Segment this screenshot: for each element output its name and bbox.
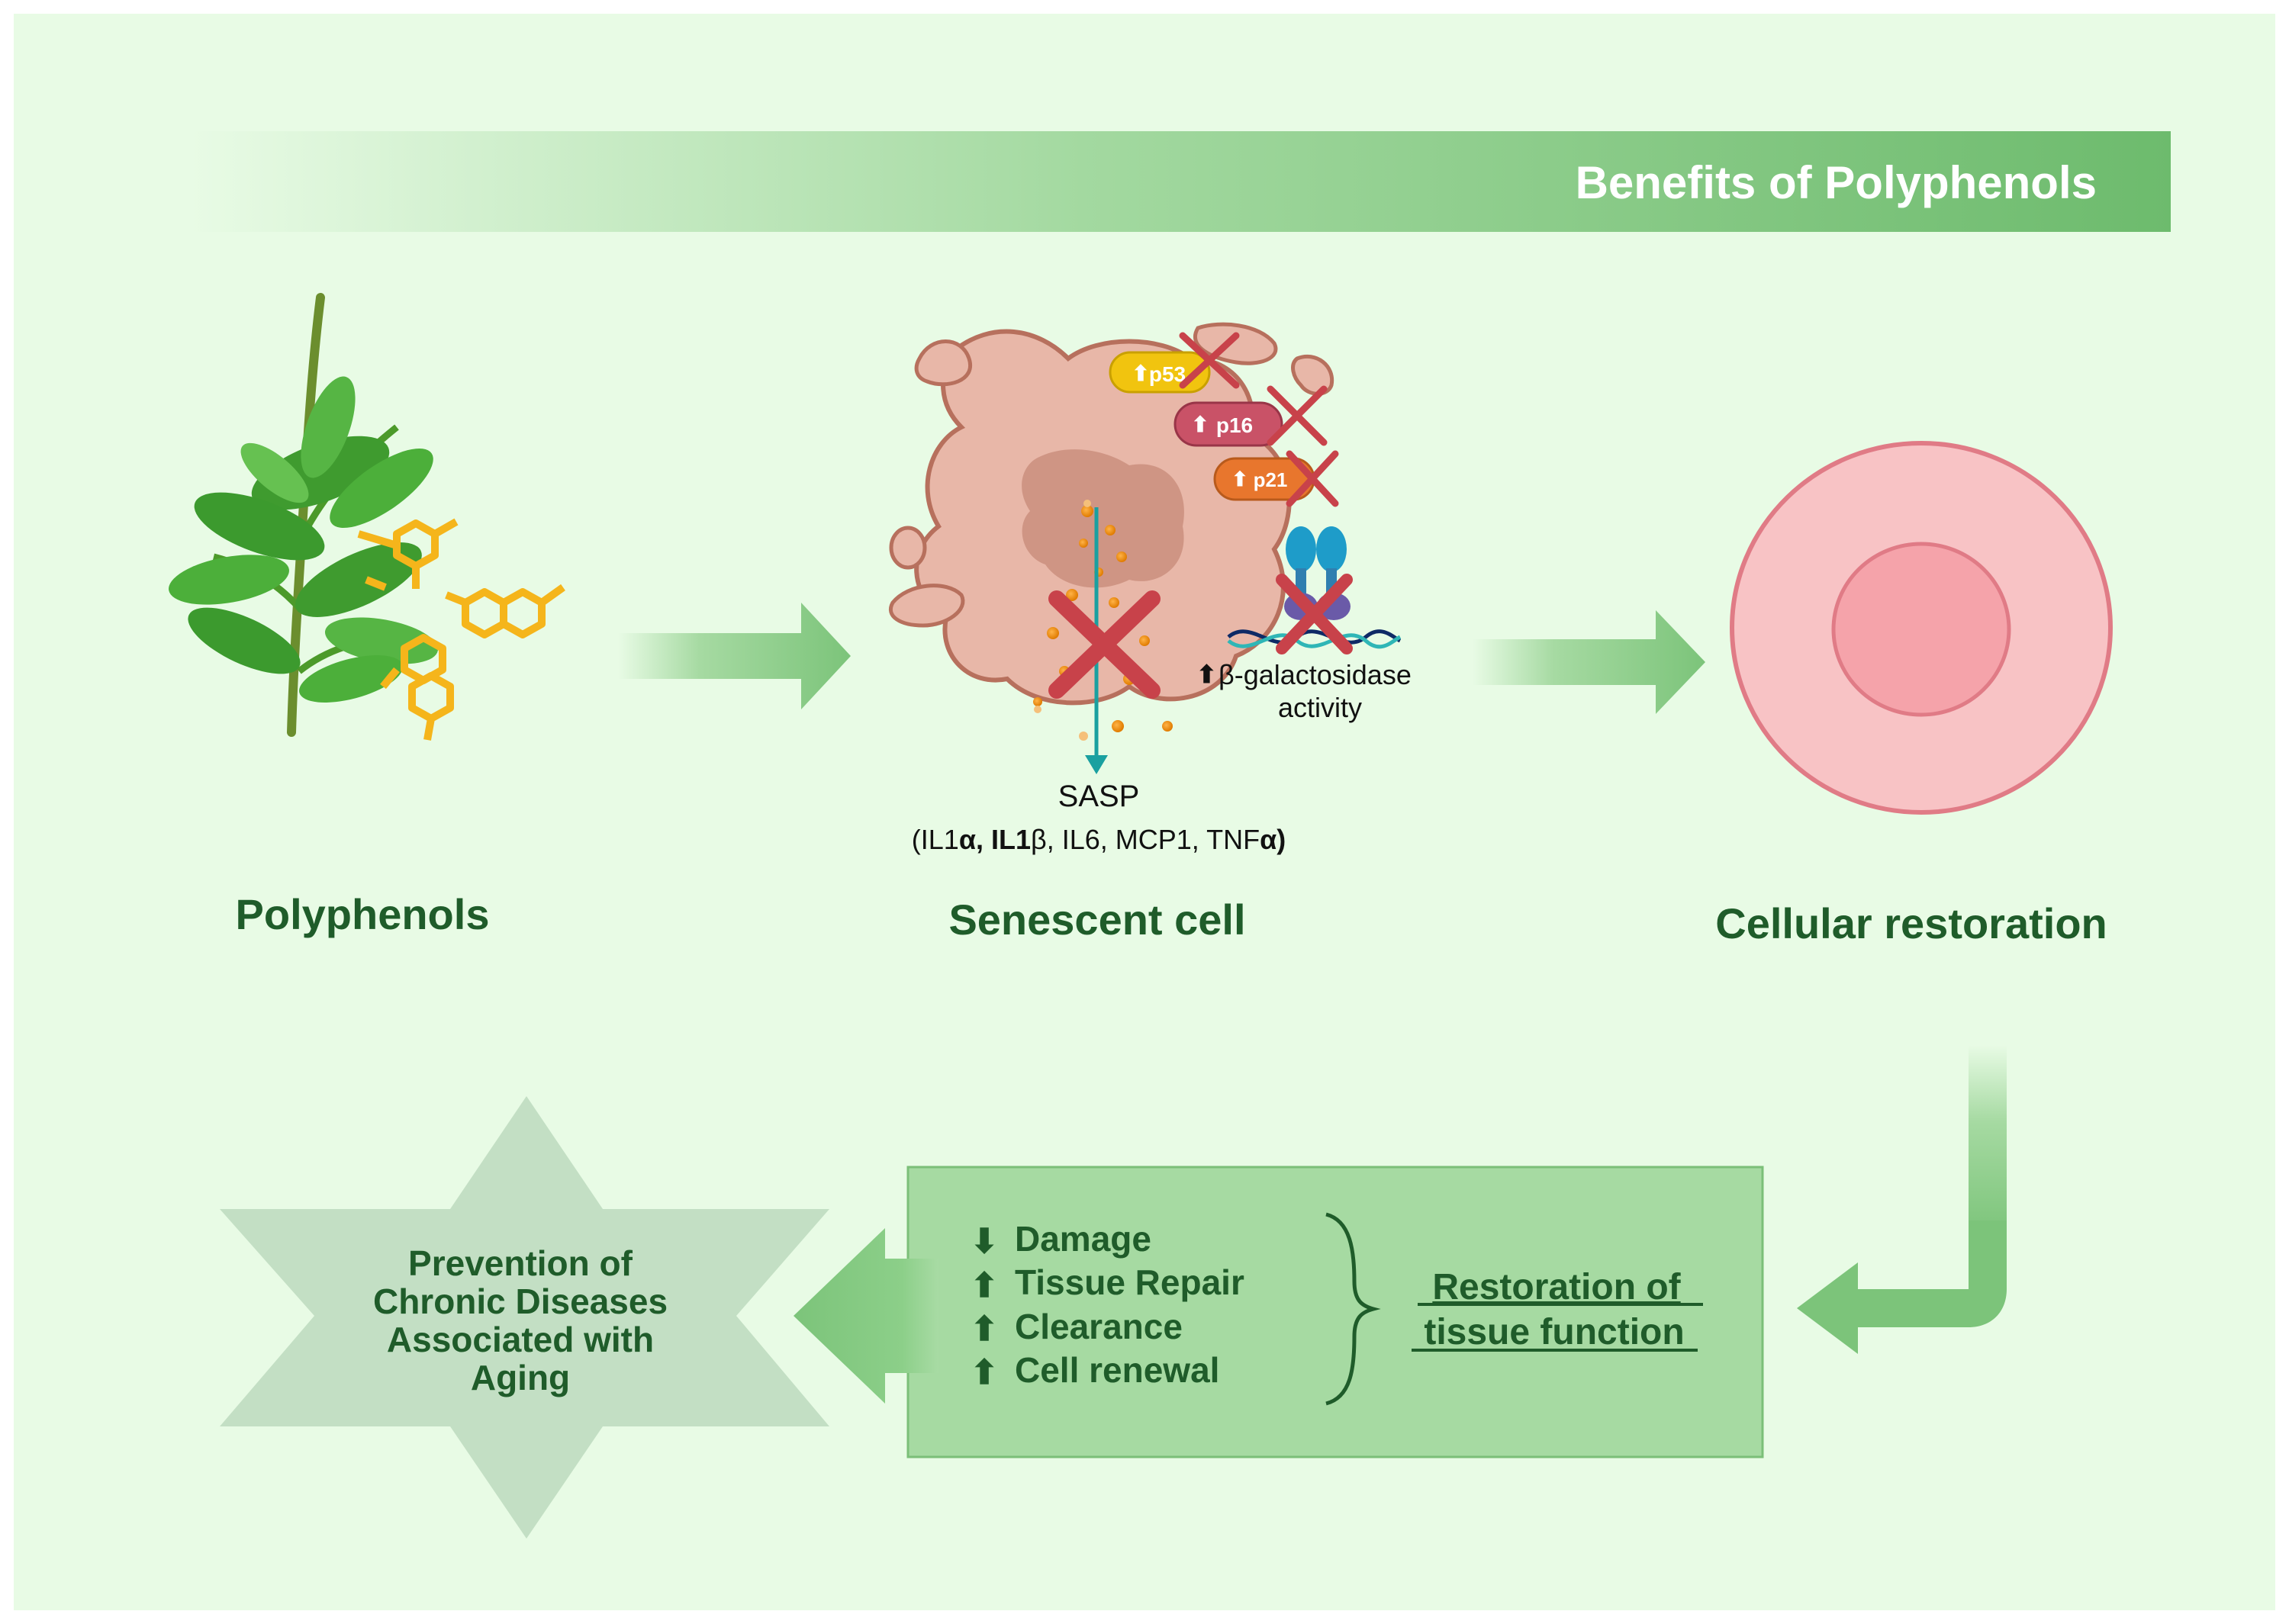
sasp-label: SASP	[1058, 780, 1140, 813]
p21-cross-icon	[1286, 450, 1339, 507]
sasp-block-cross-icon	[1048, 590, 1161, 699]
sasp-arrow-head	[1085, 755, 1108, 774]
outcome-damage: Damage	[1015, 1219, 1151, 1259]
renewal-up-arrow: ⬆	[971, 1354, 999, 1391]
beta-gal-up-arrow: ⬆	[1196, 661, 1217, 688]
arrow-polyphenols-to-senescent	[618, 603, 851, 709]
grouping-brace	[1325, 1212, 1381, 1406]
p53-up-arrow: ⬆	[1132, 362, 1149, 385]
arrow-tissue-to-prevention	[794, 1228, 938, 1404]
tissue-function-line1: Restoration of	[1432, 1267, 1681, 1307]
prevention-line3: Associated with	[387, 1320, 654, 1359]
outcome-cell-renewal: Cell renewal	[1015, 1350, 1219, 1390]
beta-gal-cross-icon	[1276, 574, 1353, 654]
p16-marker-pill	[1173, 401, 1283, 447]
stage-label-restoration: Cellular restoration	[1715, 899, 2107, 947]
plant-icon	[169, 293, 439, 737]
banner-title: Benefits of Polyphenols	[1576, 157, 2097, 208]
stage-label-senescent: Senescent cell	[948, 896, 1245, 944]
prevention-star-shape	[220, 1096, 829, 1539]
p16-label: p16	[1216, 413, 1253, 437]
stage-label-polyphenols: Polyphenols	[236, 890, 490, 938]
tissue-function-box	[906, 1166, 1764, 1458]
p16-up-arrow: ⬆	[1191, 413, 1209, 436]
polyphenol-molecule-icon	[357, 518, 565, 741]
prevention-line4: Aging	[471, 1358, 570, 1397]
p53-cross-icon	[1179, 332, 1240, 389]
prevention-line1: Prevention of	[408, 1243, 633, 1283]
p16-cross-icon	[1267, 385, 1328, 446]
dna-helix-icon	[1227, 629, 1402, 649]
clearance-up-arrow: ⬆	[971, 1310, 999, 1348]
repair-up-arrow: ⬆	[971, 1267, 999, 1304]
sasp-cytokines: (IL1α, IL1β, IL6, MCP1, TNFα)	[912, 824, 1286, 855]
beta-gal-label-line1: β-galactosidase	[1219, 659, 1412, 690]
outcome-tissue-repair: Tissue Repair	[1015, 1262, 1244, 1302]
outcome-clearance: Clearance	[1015, 1307, 1183, 1346]
arrow-senescent-to-restoration	[1473, 610, 1705, 714]
p21-label: p21	[1254, 468, 1288, 491]
p53-label: p53	[1149, 362, 1186, 386]
title-banner	[191, 131, 2171, 232]
healthy-cell-nucleus	[1831, 542, 2011, 717]
arrow-restoration-to-tissue	[1797, 1045, 2007, 1354]
prevention-line2: Chronic Diseases	[373, 1282, 668, 1321]
damage-down-arrow: ⬇	[971, 1223, 999, 1260]
beta-gal-label-line2: activity	[1278, 692, 1362, 723]
tissue-function-line2: tissue function	[1424, 1312, 1684, 1352]
p21-up-arrow: ⬆	[1231, 468, 1248, 490]
